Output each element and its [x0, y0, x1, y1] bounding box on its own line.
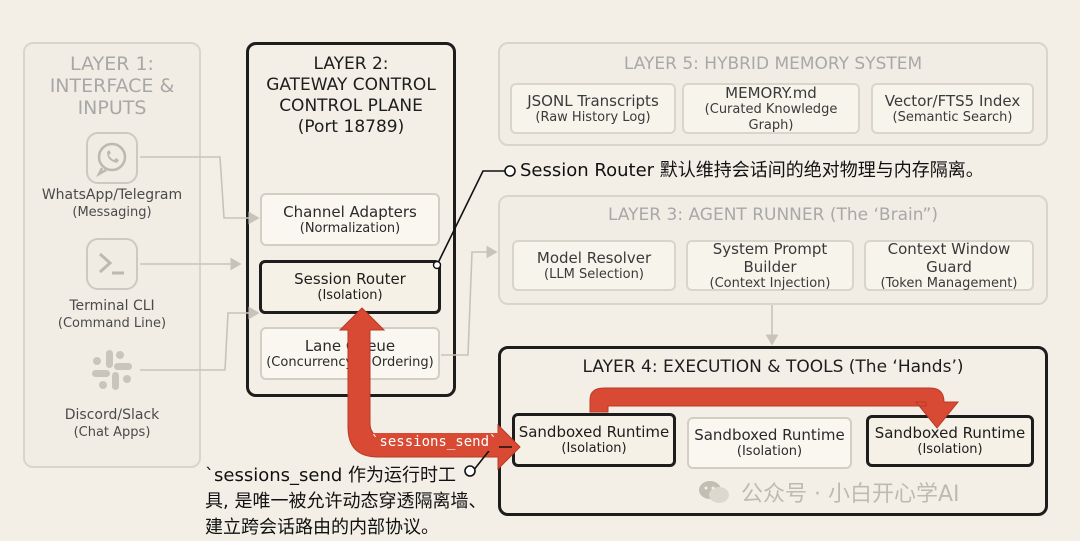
input-label-discord: Discord/Slack (Chat Apps) — [64, 407, 160, 440]
callout-dot-2 — [432, 260, 442, 270]
input-label-terminal: Terminal CLI (Command Line) — [57, 298, 167, 331]
layer5-title: LAYER 5: HYBRID MEMORY SYSTEM — [623, 54, 923, 74]
terminal-icon — [86, 238, 138, 290]
session-router-note: Session Router 默认维持会话间的绝对物理与内存隔离。 — [520, 160, 984, 181]
vector-index-module: Vector/FTS5 Index (Semantic Search) — [871, 83, 1034, 134]
session-router-module: Session Router (Isolation) — [259, 260, 441, 314]
layer3-title: LAYER 3: AGENT RUNNER (The ‘Brain”) — [608, 205, 938, 225]
input-label-whatsapp: WhatsApp/Telegram (Messaging) — [41, 187, 183, 220]
callout-dot-3 — [464, 465, 476, 477]
layer1-title: LAYER 1: INTERFACE & INPUTS — [49, 53, 175, 119]
callout-session-router — [436, 170, 506, 266]
memory-md-module: MEMORY.md (Curated Knowledge Graph) — [682, 83, 860, 134]
wechat-icon — [699, 481, 729, 503]
sandboxed-runtime-2: Sandboxed Runtime (Isolation) — [687, 417, 852, 469]
connector-whatsapp — [140, 156, 260, 225]
system-prompt-builder-module: System Prompt Builder (Context Injection… — [686, 240, 854, 291]
channel-adapters-module: Channel Adapters (Normalization) — [260, 193, 440, 246]
sessions-send-arrow-main — [338, 307, 521, 471]
sessions-send-label: `sessions_send` — [369, 433, 500, 451]
sandboxed-runtime-1: Sandboxed Runtime (Isolation) — [512, 413, 676, 467]
sessions-send-note: `sessions_send 作为运行时工 具, 是唯一被允许动态穿透隔离墙、 … — [205, 465, 487, 538]
sandboxed-runtime-3: Sandboxed Runtime (Isolation) — [866, 415, 1034, 467]
watermark: 公众号 · 小白开心学AI — [697, 476, 1047, 508]
slack-icon — [86, 344, 138, 396]
context-window-guard-module: Context Window Guard (Token Management) — [864, 240, 1034, 291]
layer4-title: LAYER 4: EXECUTION & TOOLS (The ‘Hands’) — [582, 357, 964, 377]
layer2-title: LAYER 2: GATEWAY CONTROL CONTROL PLANE (… — [266, 54, 436, 137]
callout-dot-1 — [504, 165, 516, 177]
connector-lane-queue — [441, 245, 498, 356]
sessions-send-arrow-top — [589, 387, 960, 429]
chat-bubble-icon — [86, 132, 138, 184]
model-resolver-module: Model Resolver (LLM Selection) — [512, 240, 676, 291]
jsonl-transcripts-module: JSONL Transcripts (Raw History Log) — [510, 83, 676, 134]
connector-discord — [140, 306, 260, 371]
